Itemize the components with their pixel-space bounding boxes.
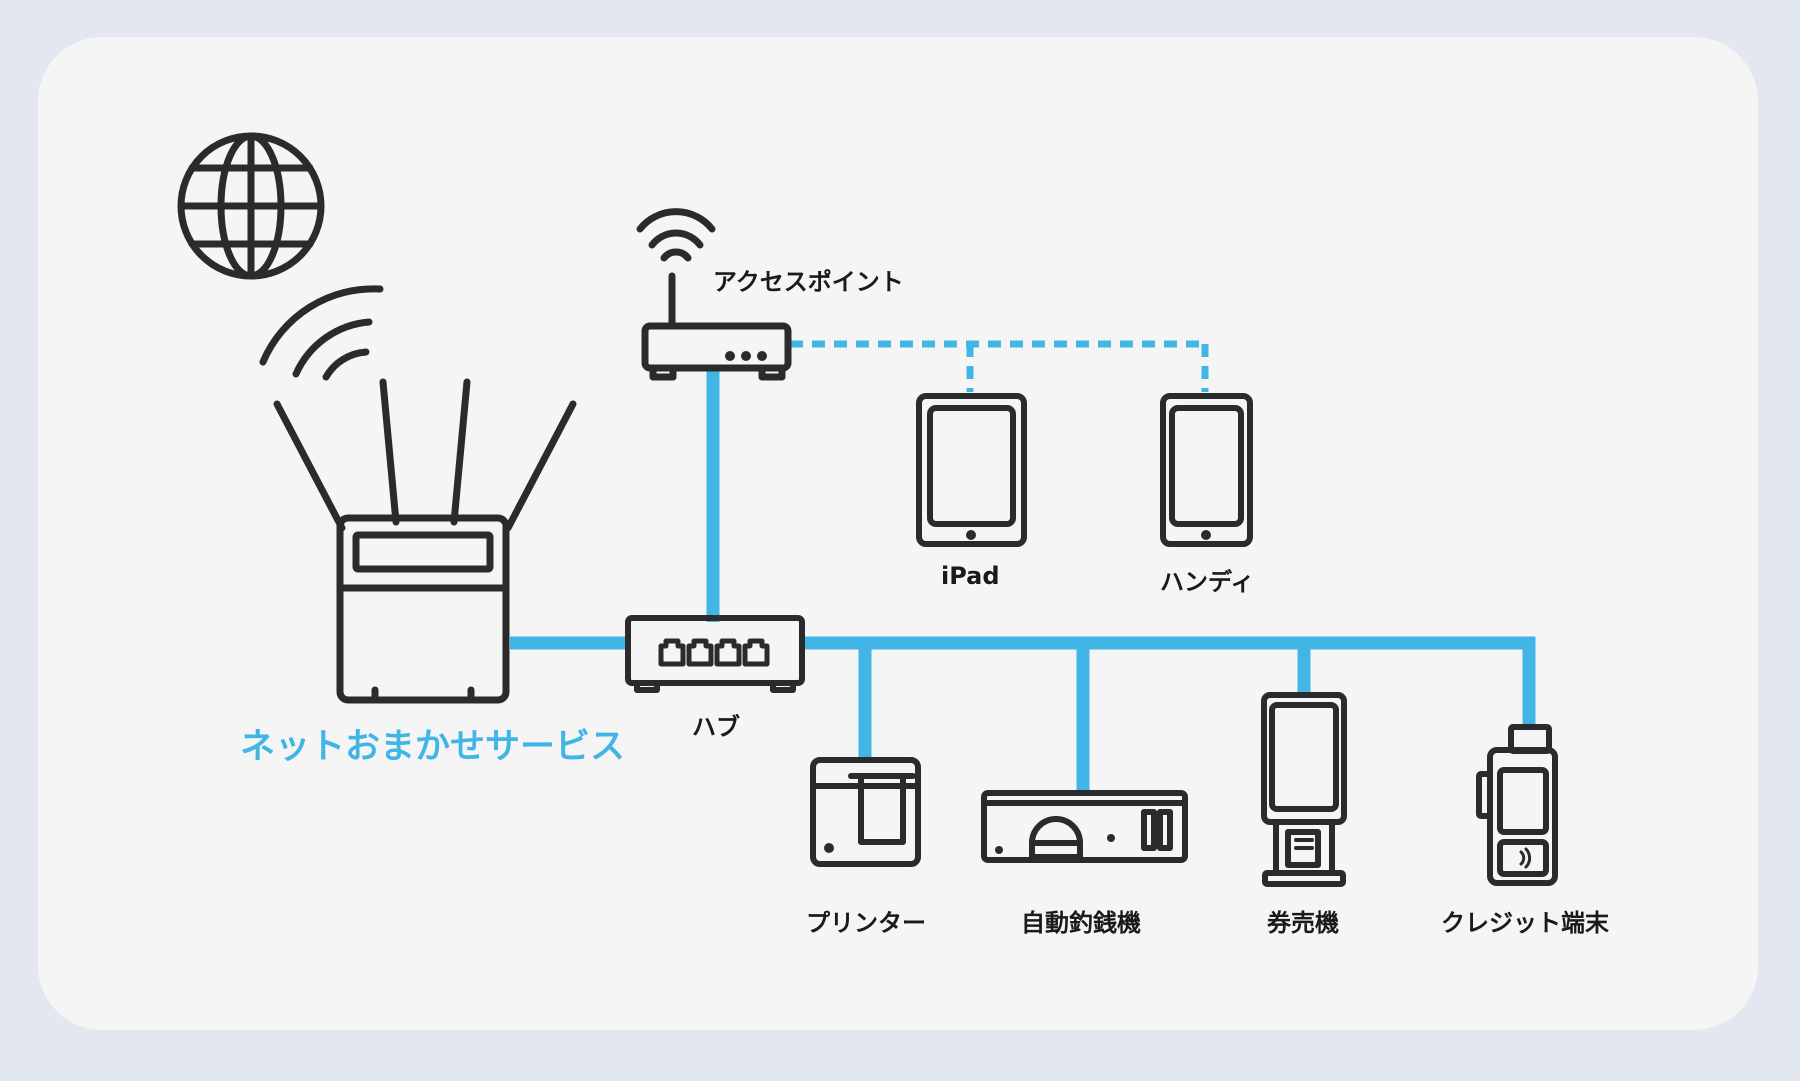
printer-icon (810, 757, 921, 867)
access-point-icon (636, 208, 792, 381)
handy-label: ハンディ (1160, 568, 1255, 596)
hub-label: ハブ (692, 713, 740, 741)
hub-icon (625, 615, 805, 693)
handheld-icon (1160, 393, 1253, 547)
globe-icon (177, 132, 325, 280)
credit-terminal-label: クレジット端末 (1441, 909, 1609, 937)
tablet-home-button (966, 530, 976, 540)
cash-changer-icon (981, 790, 1188, 863)
wired-connections (510, 370, 1536, 790)
access-point-label: アクセスポイント (713, 268, 904, 296)
access-point-leds (725, 351, 767, 361)
cash-changer-label: 自動釣銭機 (1021, 909, 1141, 937)
tablet-icon (916, 393, 1027, 547)
credit-terminal-icon (1476, 724, 1558, 886)
handheld-home-button (1201, 530, 1211, 540)
ticket-machine-icon (1261, 692, 1347, 887)
printer-led (824, 843, 834, 853)
printer-label: プリンター (806, 909, 926, 937)
service-label: ネットおまかせサービス (240, 727, 626, 767)
cash-changer-dots (995, 834, 1115, 854)
wireless-connections (790, 340, 1209, 392)
ipad-label: iPad (941, 562, 1000, 590)
ticket-machine-label: 券売機 (1267, 909, 1339, 937)
wifi-icon (259, 285, 384, 381)
router-icon (273, 378, 577, 704)
